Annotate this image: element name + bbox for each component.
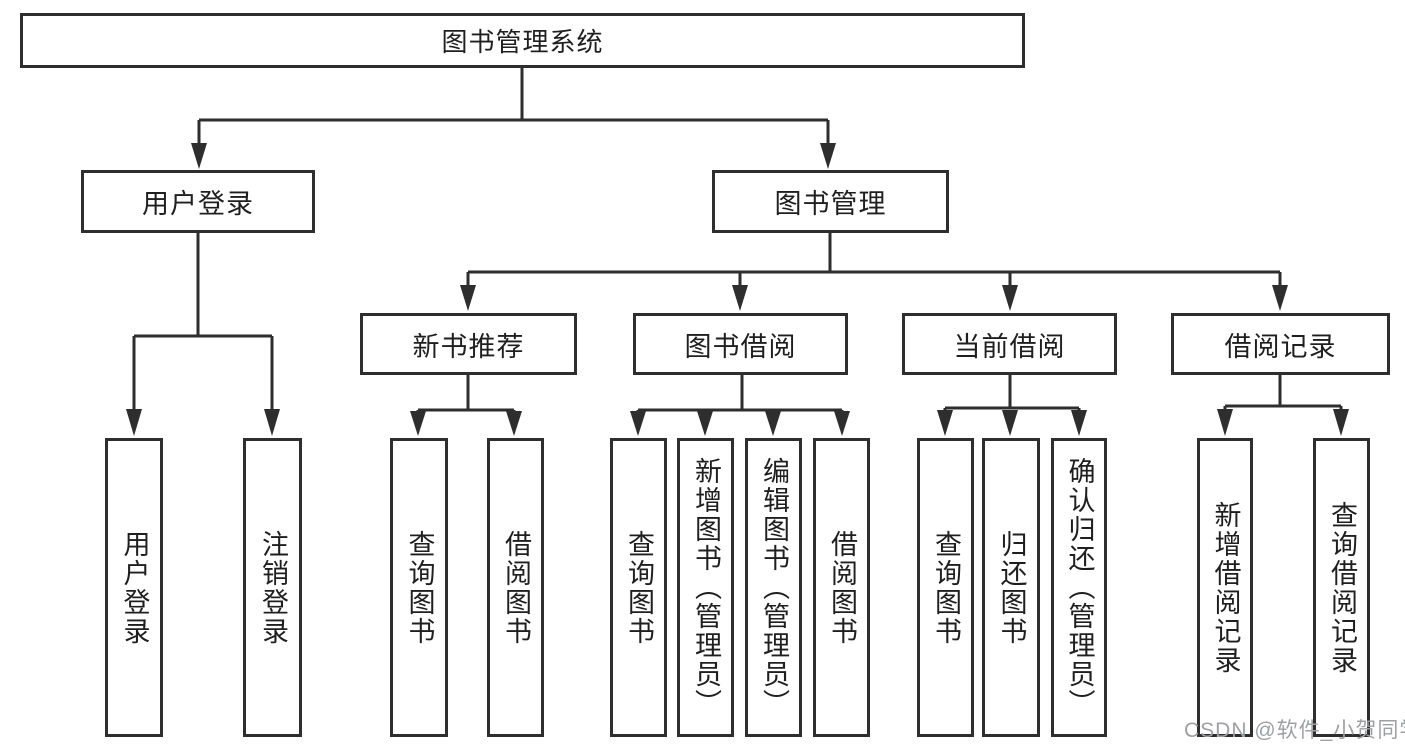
arrowhead bbox=[765, 411, 781, 436]
leaf-query-books-borrowing: 查询图书 bbox=[610, 438, 667, 737]
leaf-borrow-books-borrowing: 借阅图书 bbox=[813, 438, 870, 737]
connector-current-borrow-to-leaves bbox=[943, 375, 1081, 415]
connector-book-mgmt-to-level3 bbox=[466, 233, 1282, 288]
arrowhead bbox=[820, 143, 836, 169]
arrowhead bbox=[697, 411, 713, 436]
node-new-book-recommend: 新书推荐 bbox=[360, 313, 577, 375]
arrowhead bbox=[1002, 410, 1018, 436]
arrowhead bbox=[460, 285, 476, 311]
connector-user-login-to-leaves bbox=[132, 233, 274, 412]
leaf-return-book: 归还图书 bbox=[982, 438, 1040, 737]
node-borrowing-records: 借阅记录 bbox=[1171, 313, 1390, 375]
arrowhead bbox=[834, 411, 850, 436]
branch-user-login: 用户登录 bbox=[81, 170, 315, 233]
arrowhead bbox=[937, 410, 953, 436]
arrowhead bbox=[191, 143, 207, 169]
connector-new-book-rec-to-leaves bbox=[416, 375, 516, 415]
arrowhead bbox=[264, 409, 280, 436]
arrowhead bbox=[126, 409, 142, 436]
leaf-query-books-current: 查询图书 bbox=[917, 438, 974, 737]
arrowhead bbox=[1071, 410, 1087, 436]
connector-book-borrow-to-leaves bbox=[636, 375, 844, 415]
arrowhead bbox=[1217, 409, 1233, 436]
connector-borrow-records-to-leaves bbox=[1223, 375, 1343, 415]
leaf-add-book-admin: 新增图书（管理员） bbox=[677, 438, 734, 737]
leaf-user-login: 用户登录 bbox=[105, 438, 163, 737]
leaf-logout: 注销登录 bbox=[243, 438, 302, 737]
leaf-add-borrow-record: 新增借阅记录 bbox=[1197, 438, 1253, 737]
arrowhead bbox=[732, 285, 748, 311]
leaf-borrow-books-recommend: 借阅图书 bbox=[487, 438, 544, 737]
arrowhead bbox=[1272, 285, 1288, 311]
arrowhead bbox=[1333, 409, 1349, 436]
node-book-borrowing: 图书借阅 bbox=[633, 313, 848, 375]
leaf-query-books-recommend: 查询图书 bbox=[390, 438, 448, 737]
leaf-confirm-return-admin: 确认归还（管理员） bbox=[1051, 438, 1107, 737]
csdn-watermark: CSDN @软件_小贺同学 bbox=[1184, 719, 1405, 742]
leaf-edit-book-admin: 编辑图书（管理员） bbox=[745, 438, 802, 737]
node-library-management-system: 图书管理系统 bbox=[20, 13, 1025, 68]
arrowhead bbox=[1002, 285, 1018, 311]
connector-root-to-branches bbox=[197, 68, 830, 146]
arrowhead bbox=[410, 411, 426, 436]
node-current-borrowing: 当前借阅 bbox=[902, 313, 1117, 375]
arrowhead bbox=[630, 411, 646, 436]
leaf-query-borrow-record: 查询借阅记录 bbox=[1313, 438, 1370, 737]
branch-book-management: 图书管理 bbox=[712, 170, 949, 233]
arrowhead bbox=[506, 411, 522, 436]
